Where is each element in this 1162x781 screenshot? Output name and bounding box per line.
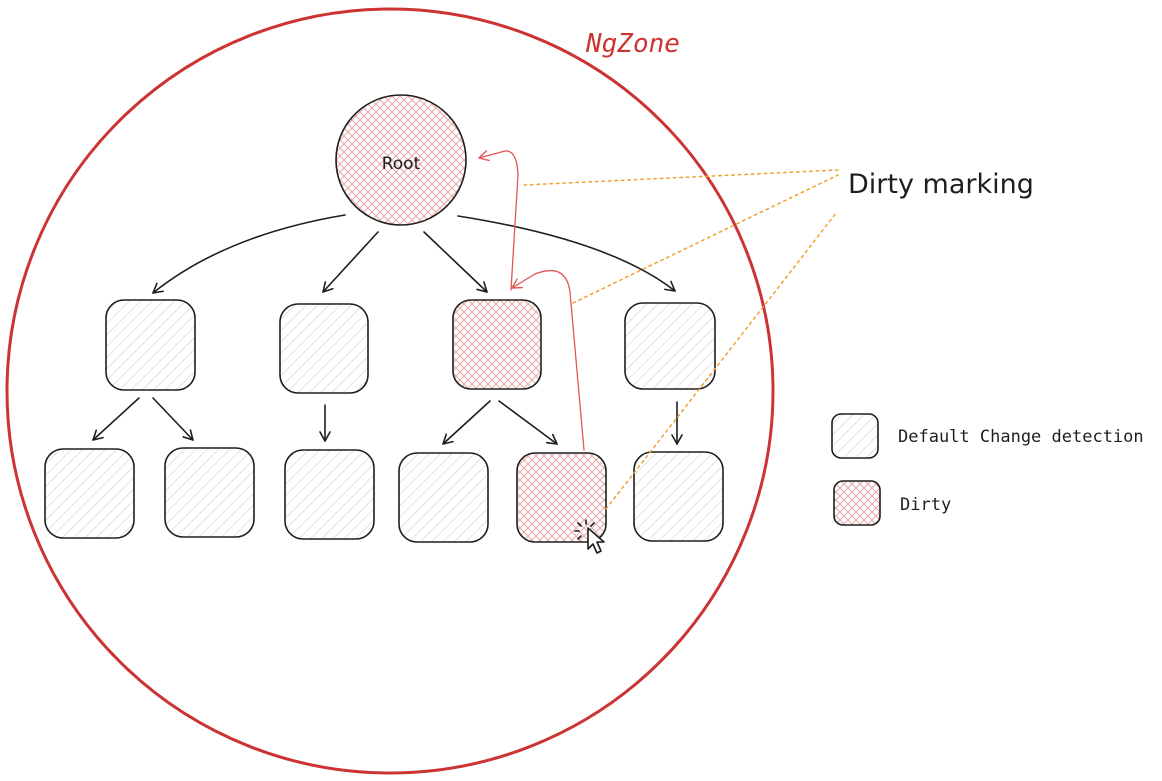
mouse-pointer-icon: [574, 519, 605, 554]
edge-node-1-to-leaf-1: [92, 397, 140, 441]
pointer-to-root: [523, 169, 839, 186]
dirty-marking-annotation: Dirty marking: [848, 169, 1034, 200]
legend-label-dirty: Dirty: [900, 495, 951, 515]
dirty-path-parent-to-root: [478, 150, 519, 291]
legend-label-default: Default Change detection: [898, 427, 1144, 447]
ngzone-boundary: [5, 7, 775, 775]
level-1-nodes: [105, 299, 716, 394]
tree-edges: [92, 214, 683, 445]
pointer-to-leaf-5: [605, 211, 838, 510]
legend: Default Change detection Dirty: [831, 413, 1144, 526]
legend-swatch-dirty: [833, 480, 881, 526]
legend-swatch-default: [831, 413, 879, 459]
tree-node-4: [624, 302, 716, 390]
tree-node-2: [279, 303, 369, 394]
leaf-node-6: [633, 451, 724, 542]
tree-node-3-dirty: [452, 299, 542, 390]
leaf-node-4: [398, 452, 489, 543]
level-2-nodes: [44, 447, 724, 543]
edge-root-to-node-2: [322, 231, 379, 293]
edge-root-to-node-3: [423, 231, 488, 293]
root-node: [335, 94, 467, 226]
dirty-path-leaf-to-parent: [511, 269, 585, 451]
edge-root-to-node-1: [152, 214, 346, 294]
tree-node-1: [105, 299, 196, 391]
dirty-propagation-path: [478, 150, 585, 451]
root-node-label: Root: [382, 154, 421, 174]
leaf-node-2: [164, 447, 255, 538]
edge-root-to-node-4: [457, 215, 676, 292]
dirty-marking-pointers: [523, 169, 839, 510]
edge-node-3-to-leaf-5: [498, 400, 558, 445]
pointer-to-node-3: [572, 174, 839, 304]
edge-node-1-to-leaf-2: [152, 397, 194, 441]
leaf-node-1: [44, 448, 135, 539]
edge-node-3-to-leaf-4: [442, 400, 491, 445]
ngzone-label: NgZone: [585, 29, 680, 59]
leaf-node-5-dirty: [516, 452, 607, 543]
leaf-node-3: [284, 449, 375, 540]
